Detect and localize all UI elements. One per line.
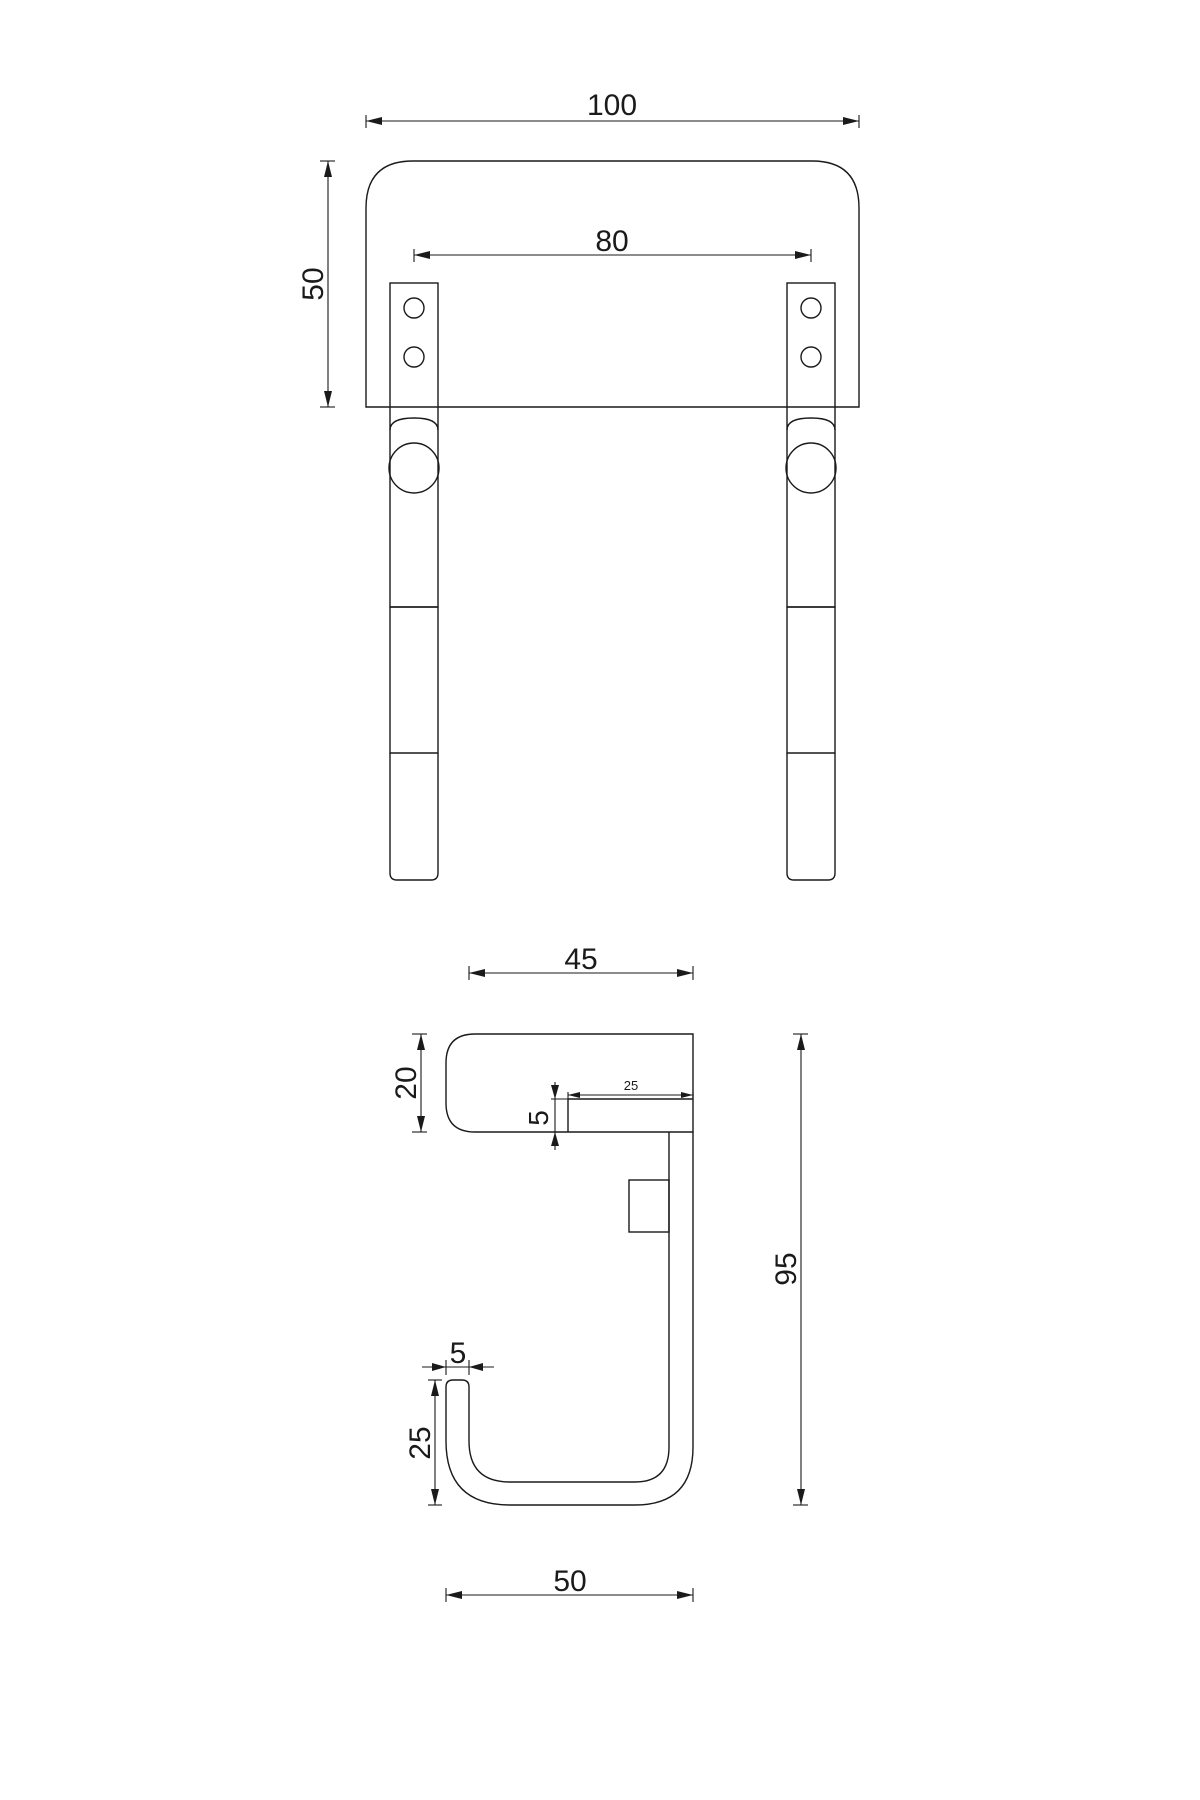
dimension-label-overall-height: 50	[297, 267, 330, 300]
side-j-hook-frame	[445, 1132, 694, 1506]
dimension-label-overall-width: 100	[587, 89, 637, 122]
dimension-label-overall-depth: 45	[564, 943, 597, 976]
dimension-side-overall-height: 95	[770, 1033, 808, 1506]
right-leg-foot	[786, 753, 836, 881]
right-leg-upper	[786, 282, 836, 608]
left-leg-hole-top	[403, 297, 425, 319]
dimension-label-side-overall-height: 95	[770, 1252, 803, 1285]
left-leg-pivot-arc	[389, 417, 439, 431]
dimension-overall-height: 50	[297, 160, 335, 408]
front-view: 100 50 80	[297, 89, 860, 881]
left-leg-hole-bottom	[403, 346, 425, 368]
dimension-label-top-thickness: 20	[390, 1066, 423, 1099]
left-leg-foot	[389, 753, 439, 881]
right-leg	[785, 282, 837, 881]
dimension-top-thickness: 20	[390, 1033, 427, 1133]
left-leg	[388, 282, 440, 881]
dimension-overall-depth: 45	[468, 943, 694, 980]
right-leg-hole-bottom	[800, 346, 822, 368]
right-leg-lower	[786, 607, 836, 754]
left-leg-lower	[389, 607, 439, 754]
dimension-bracket-length: 25	[567, 1078, 694, 1099]
front-plate-outline	[365, 160, 860, 408]
side-pivot-tab	[628, 1179, 670, 1233]
dimension-label-leg-spacing: 80	[595, 225, 628, 258]
dimension-overall-width: 100	[365, 89, 860, 128]
dimension-label-bottom-width: 50	[553, 1565, 586, 1598]
right-leg-pivot-knob	[785, 442, 837, 494]
dimension-leg-spacing: 80	[413, 225, 812, 262]
left-leg-pivot-knob	[388, 442, 440, 494]
dimension-bottom-width: 50	[445, 1565, 694, 1602]
dimension-bracket-thickness: 5	[523, 1082, 568, 1150]
dimension-hook-height: 25	[404, 1379, 442, 1506]
dimension-label-bracket-length: 25	[624, 1078, 638, 1093]
right-leg-pivot-arc	[786, 417, 836, 431]
side-top-block	[445, 1033, 694, 1133]
side-view: 45 20 5 25	[390, 943, 808, 1602]
dimension-label-hook-height: 25	[404, 1426, 437, 1459]
dimension-hook-thickness: 5	[422, 1337, 494, 1375]
dimension-label-bracket-thickness: 5	[523, 1110, 554, 1126]
left-leg-upper	[389, 282, 439, 608]
right-leg-hole-top	[800, 297, 822, 319]
dimension-label-hook-thickness: 5	[450, 1337, 467, 1370]
